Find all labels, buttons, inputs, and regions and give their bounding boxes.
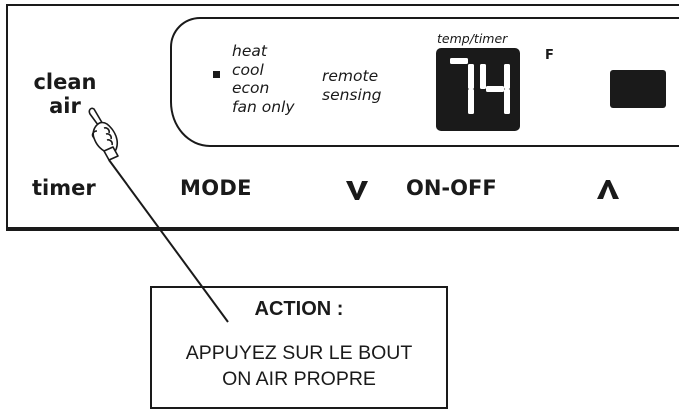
clean-air-label-line1: clean xyxy=(33,70,97,94)
segment-digit1-b xyxy=(504,64,510,89)
segment-digit1-c xyxy=(504,89,510,114)
callout-line2: ON AIR PROPRE xyxy=(222,368,376,390)
mode-econ: econ xyxy=(232,79,270,97)
callout-line1: APPUYEZ SUR LE BOUT xyxy=(185,342,413,364)
callout-body: APPUYEZ SUR LE BOUT ON AIR PROPRE xyxy=(150,340,448,392)
up-button[interactable] xyxy=(595,178,621,202)
temperature-display xyxy=(436,48,520,131)
chevron-down-icon xyxy=(346,181,368,200)
seven-segment-digits xyxy=(450,58,510,114)
remote-sensing-line1: remote xyxy=(322,67,379,85)
mode-list: heat cool econ fan only xyxy=(232,42,295,116)
segment-digit0-b xyxy=(468,64,474,89)
chevron-up-icon xyxy=(597,180,619,199)
clean-air-label-line2: air xyxy=(49,94,81,118)
remote-sensing-label: remote sensing xyxy=(322,67,381,104)
timer-indicator-display xyxy=(610,70,666,108)
down-button[interactable] xyxy=(344,178,370,202)
control-panel xyxy=(6,4,679,231)
callout-title: ACTION : xyxy=(254,298,344,320)
display-bezel xyxy=(170,17,679,147)
segment-digit1-g xyxy=(486,86,504,92)
temperature-unit: F xyxy=(545,48,554,63)
segment-digit0-a xyxy=(450,58,468,64)
mode-indicator-light xyxy=(213,71,220,78)
temp-timer-label: temp/timer xyxy=(437,31,508,46)
timer-button[interactable]: timer xyxy=(32,176,96,200)
on-off-button[interactable]: ON-OFF xyxy=(406,176,497,200)
remote-sensing-line2: sensing xyxy=(322,85,382,104)
mode-cool: cool xyxy=(232,60,264,79)
segment-digit1-f xyxy=(480,64,486,89)
segment-digit0-c xyxy=(468,89,474,114)
mode-heat: heat xyxy=(232,42,267,60)
mode-fan-only: fan only xyxy=(232,97,295,116)
clean-air-button[interactable]: clean air xyxy=(30,70,100,118)
mode-button[interactable]: MODE xyxy=(180,176,252,200)
